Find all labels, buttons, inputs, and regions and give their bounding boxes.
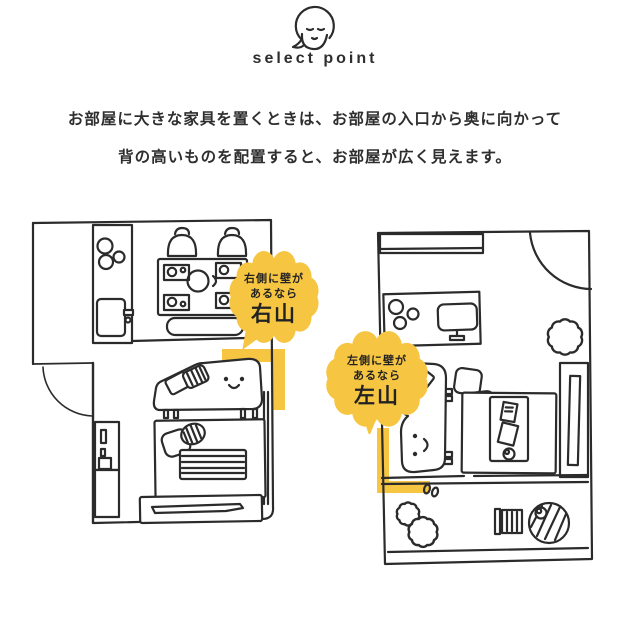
balcony-table	[527, 501, 571, 545]
dining-set	[156, 226, 249, 337]
description: お部屋に大きな家具を置くときは、お部屋の入口から奥に向かって 背の高いものを配置…	[0, 101, 630, 177]
cloud-bubble-icon	[326, 331, 428, 434]
kitchen-counter	[382, 290, 482, 348]
callout-line-2: あるなら	[250, 288, 298, 301]
tv-board	[138, 493, 264, 525]
page-title: select point	[252, 50, 378, 67]
tv-board	[558, 361, 590, 479]
callout-emphasis: 右山	[251, 302, 297, 326]
face-icon	[291, 5, 335, 51]
description-line-2: 背の高いものを配置すると、お部屋が広く見えます。	[118, 149, 512, 166]
balcony-window	[380, 473, 590, 486]
callout-migi-yama: 右側に壁が あるなら 右山	[224, 248, 324, 350]
callout-emphasis: 左山	[354, 384, 400, 408]
rug	[460, 391, 558, 475]
cloud-bubble-icon	[229, 251, 319, 350]
sofa	[152, 357, 264, 420]
closet	[378, 232, 485, 255]
floor-plan-right-yama	[31, 218, 285, 525]
callout-line-1: 右側に壁が	[244, 273, 304, 286]
entry-door	[32, 362, 93, 417]
balcony	[386, 483, 590, 554]
kitchen-counter	[91, 223, 135, 345]
callout-line-1: 左側に壁が	[347, 355, 407, 368]
room-walls	[376, 229, 594, 566]
rug	[153, 418, 267, 500]
striped-cushion	[180, 422, 206, 446]
description-line-1: お部屋に大きな家具を置くときは、お部屋の入口から奥に向かって	[67, 111, 563, 128]
floor-divider	[130, 336, 248, 343]
shelf-cabinet	[93, 420, 121, 519]
slippers	[422, 483, 440, 498]
entry-door-arc	[528, 231, 593, 291]
low-table	[178, 448, 248, 481]
plant	[547, 318, 583, 356]
callout-line-2: あるなら	[353, 370, 401, 383]
low-table	[488, 395, 530, 463]
callout-hidari-yama: 左側に壁が あるなら 左山	[320, 328, 434, 434]
balcony-chair	[493, 507, 524, 536]
